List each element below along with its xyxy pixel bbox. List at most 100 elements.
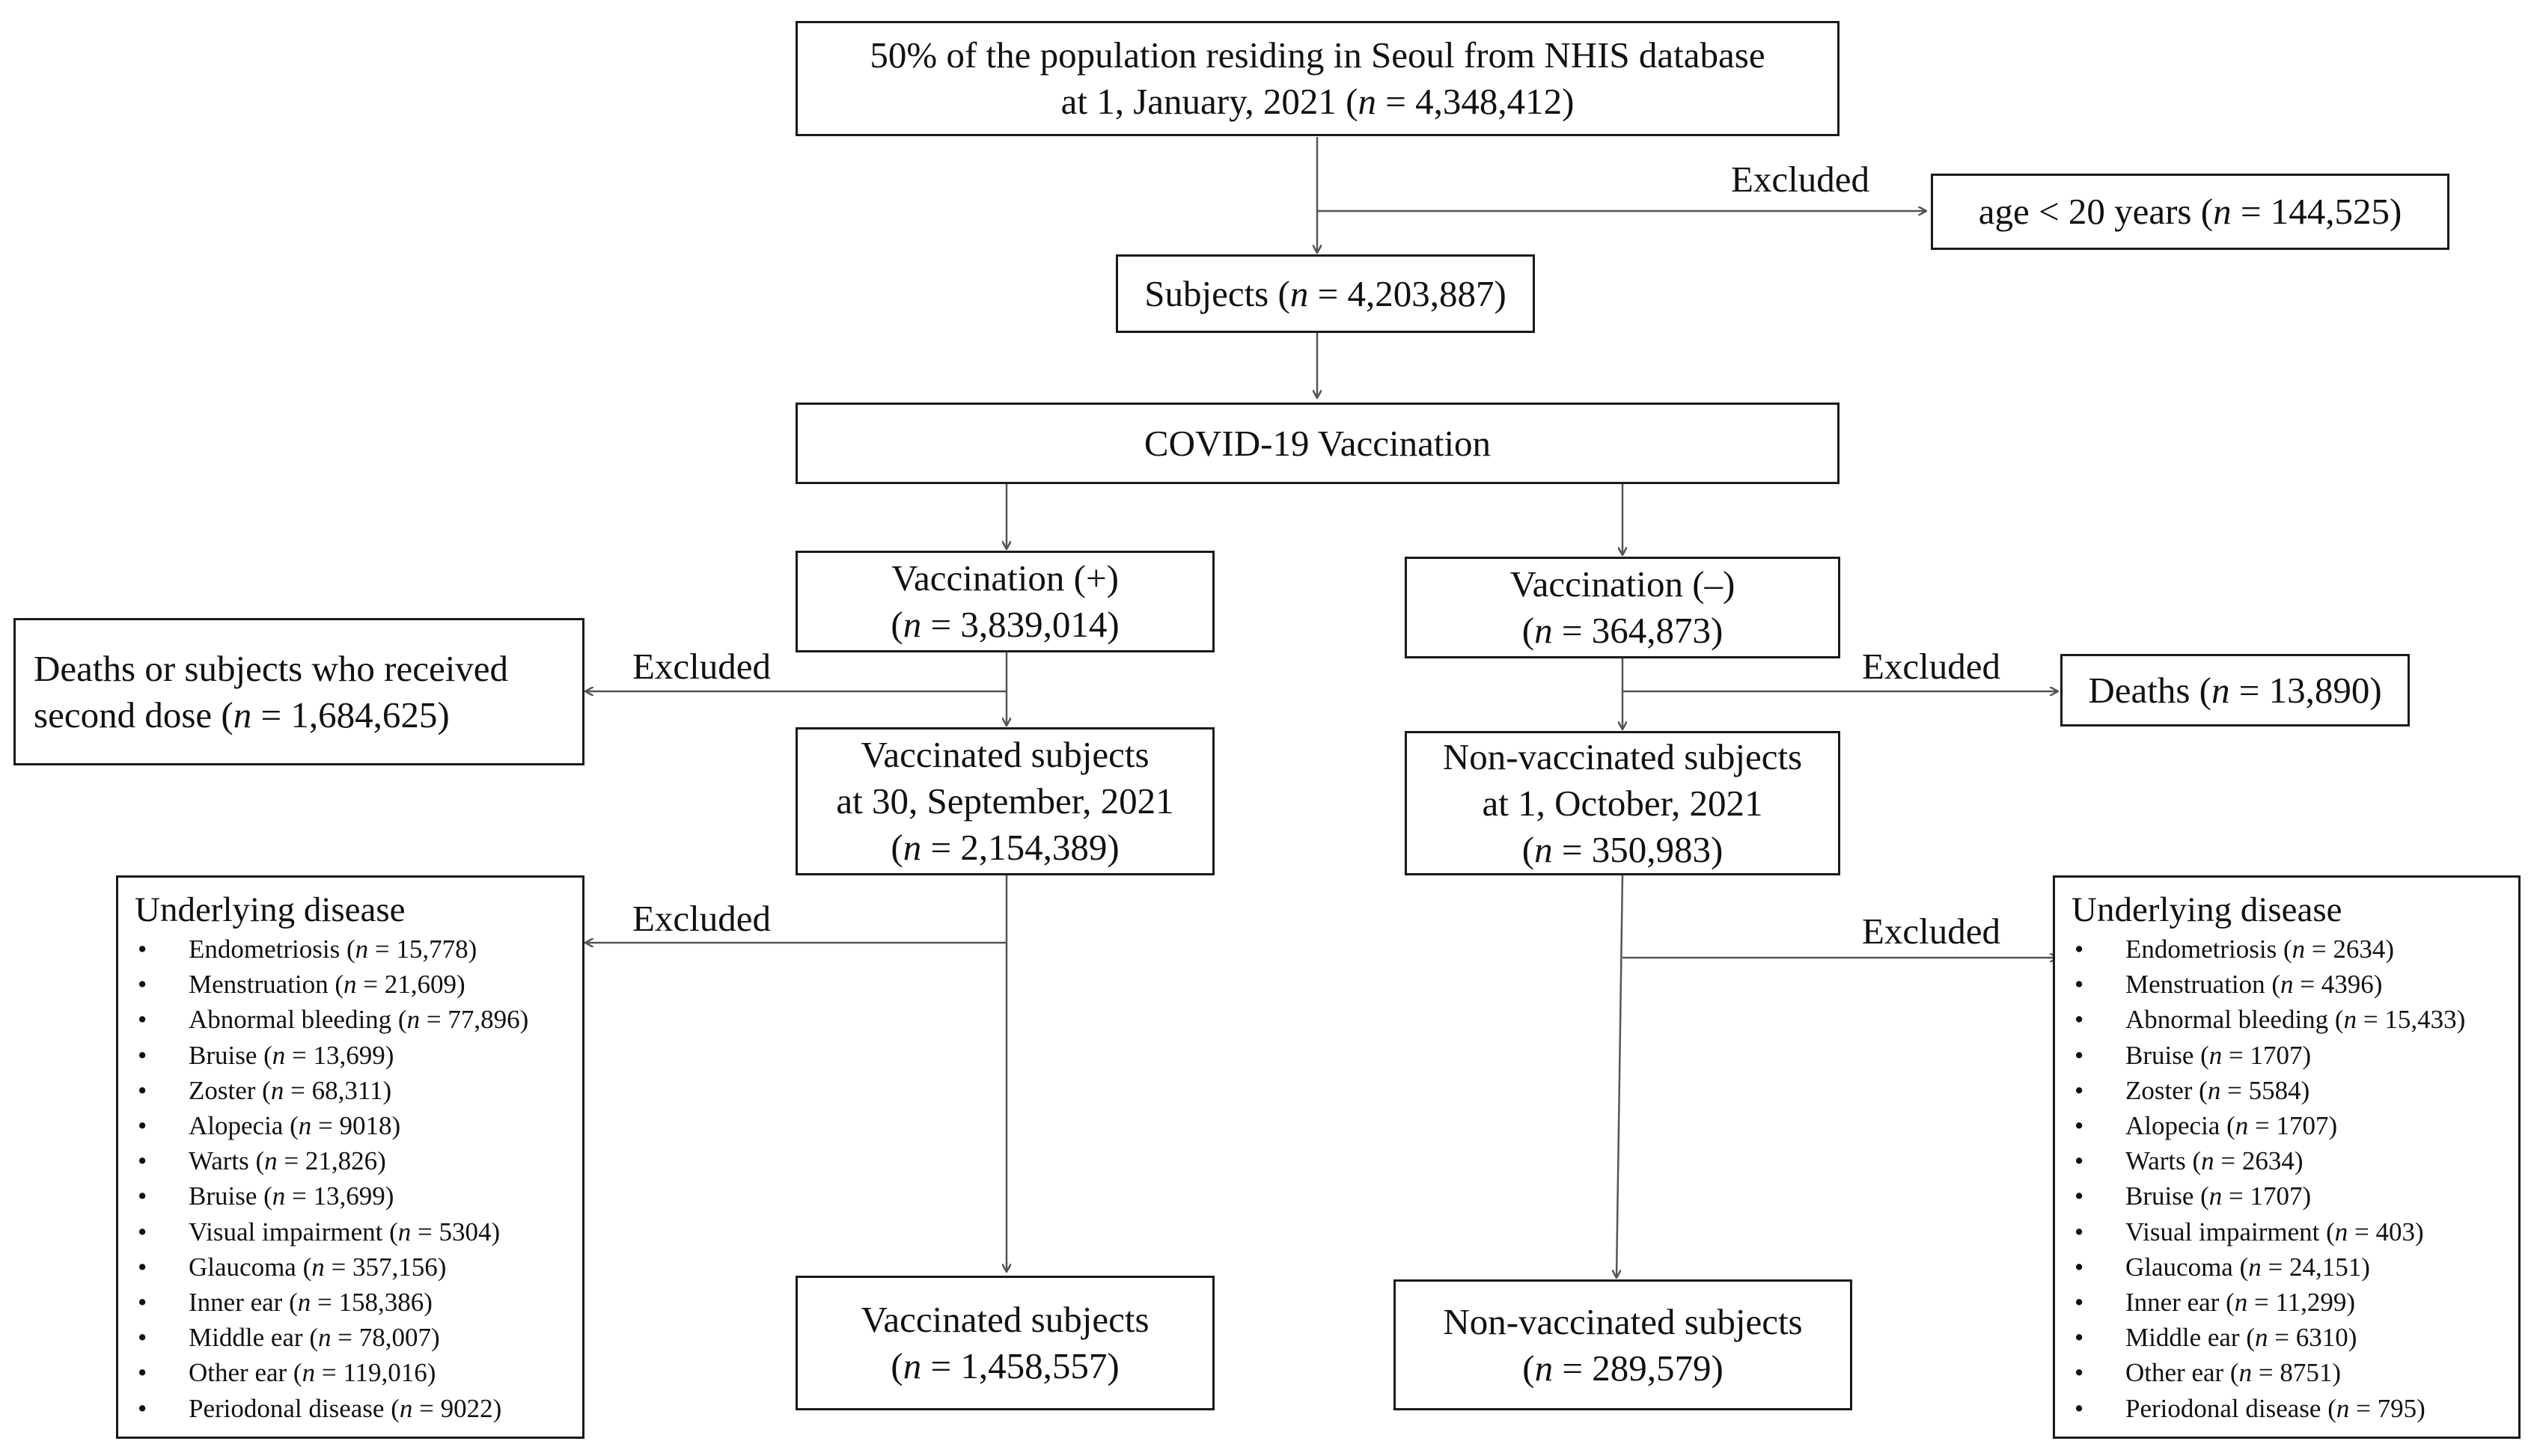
- underlying-disease-left-box: Underlying disease •Endometriosis (n = 1…: [116, 875, 584, 1439]
- list-item: •Inner ear (n = 158,386): [135, 1285, 575, 1320]
- bullet-icon: •: [138, 1146, 147, 1176]
- vaccination-positive-label: Vaccination (+): [891, 557, 1119, 599]
- list-item: •Bruise (n = 1707): [2072, 1038, 2511, 1073]
- bullet-icon: •: [2074, 1288, 2084, 1318]
- nonvaccinated-final-label: Non-vaccinated subjects: [1443, 1300, 1803, 1342]
- bullet-icon: •: [138, 1323, 147, 1353]
- underlying-disease-right-title: Underlying disease: [2072, 890, 2342, 929]
- excluded-label-underlying-left: Excluded: [632, 898, 772, 939]
- bullet-icon: •: [2074, 1252, 2084, 1282]
- list-item: •Periodonal disease (n = 795): [2072, 1391, 2511, 1426]
- list-item: •Middle ear (n = 6310): [2072, 1320, 2511, 1355]
- nonvaccinated-oct-line1: Non-vaccinated subjects: [1442, 735, 1803, 777]
- population-line1: 50% of the population residing in Seoul …: [870, 34, 1765, 76]
- nonvaccinated-final-count: (n = 289,579): [1522, 1347, 1724, 1389]
- list-item: •Visual impairment (n = 403): [2072, 1214, 2511, 1249]
- deaths-second-dose-line2: second dose (n = 1,684,625): [34, 694, 450, 735]
- bullet-icon: •: [138, 1075, 147, 1105]
- bullet-icon: •: [2074, 1075, 2084, 1105]
- population-line2: at 1, January, 2021 (n = 4,348,412): [1060, 81, 1575, 122]
- list-item: •Warts (n = 2634): [2072, 1143, 2511, 1178]
- list-item: •Glaucoma (n = 24,151): [2072, 1249, 2511, 1285]
- vaccinated-final-label: Vaccinated subjects: [861, 1299, 1150, 1340]
- deaths-box: Deaths (n = 13,890): [2060, 654, 2410, 727]
- bullet-icon: •: [2074, 1146, 2084, 1176]
- bullet-icon: •: [138, 1111, 147, 1141]
- vaccinated-sep-count: (n = 2,154,389): [891, 827, 1120, 868]
- list-item: •Alopecia (n = 9018): [135, 1108, 575, 1143]
- nonvaccinated-oct-count: (n = 350,983): [1521, 828, 1724, 870]
- bullet-icon: •: [2074, 1040, 2084, 1070]
- covid-vaccination-text: COVID-19 Vaccination: [1144, 422, 1492, 464]
- bullet-icon: •: [138, 1288, 147, 1318]
- list-item: •Periodonal disease (n = 9022): [135, 1391, 575, 1426]
- bullet-icon: •: [2074, 1358, 2084, 1388]
- underlying-disease-left-list: •Endometriosis (n = 15,778) •Menstruatio…: [135, 932, 575, 1426]
- vaccinated-sep-line2: at 30, September, 2021: [836, 780, 1174, 822]
- excluded-label-deaths: Excluded: [1862, 646, 2001, 687]
- covid-vaccination-box: COVID-19 Vaccination: [796, 403, 1840, 484]
- bullet-icon: •: [2074, 1217, 2084, 1247]
- vaccinated-final-box: Vaccinated subjects (n = 1,458,557): [796, 1276, 1215, 1410]
- bullet-icon: •: [2074, 1181, 2084, 1211]
- bullet-icon: •: [138, 1252, 147, 1282]
- underlying-disease-right-box: Underlying disease •Endometriosis (n = 2…: [2053, 875, 2521, 1439]
- list-item: •Other ear (n = 119,016): [135, 1355, 575, 1390]
- list-item: •Inner ear (n = 11,299): [2072, 1285, 2511, 1320]
- list-item: •Bruise (n = 13,699): [135, 1178, 575, 1214]
- bullet-icon: •: [138, 935, 147, 964]
- vaccinated-sep-line1: Vaccinated subjects: [861, 734, 1150, 775]
- list-item: •Menstruation (n = 21,609): [135, 967, 575, 1002]
- bullet-icon: •: [2074, 1393, 2084, 1423]
- population-box: 50% of the population residing in Seoul …: [796, 21, 1840, 136]
- nonvaccinated-final-box: Non-vaccinated subjects (n = 289,579): [1393, 1279, 1852, 1410]
- age-excluded-box: age < 20 years (n = 144,525): [1931, 174, 2449, 250]
- list-item: •Menstruation (n = 4396): [2072, 967, 2511, 1002]
- list-item: •Middle ear (n = 78,007): [135, 1320, 575, 1355]
- deaths-second-dose-line1: Deaths or subjects who received: [34, 647, 509, 689]
- excluded-label-deaths-second-dose: Excluded: [632, 646, 772, 687]
- vaccination-positive-count: (n = 3,839,014): [891, 604, 1120, 645]
- list-item: •Other ear (n = 8751): [2072, 1355, 2511, 1390]
- vaccination-negative-box: Vaccination (–) (n = 364,873): [1405, 557, 1840, 658]
- vaccination-negative-label: Vaccination (–): [1509, 563, 1735, 605]
- vaccination-positive-box: Vaccination (+) (n = 3,839,014): [796, 551, 1215, 652]
- bullet-icon: •: [2074, 935, 2084, 964]
- underlying-disease-right-list: •Endometriosis (n = 2634) •Menstruation …: [2072, 932, 2511, 1426]
- underlying-disease-left-title: Underlying disease: [135, 890, 406, 929]
- bullet-icon: •: [138, 1005, 147, 1035]
- subjects-text: Subjects (n = 4,203,887): [1144, 272, 1506, 314]
- list-item: •Visual impairment (n = 5304): [135, 1214, 575, 1249]
- subjects-box: Subjects (n = 4,203,887): [1116, 254, 1535, 333]
- age-excluded-text: age < 20 years (n = 144,525): [1978, 191, 2402, 232]
- vaccinated-sep-box: Vaccinated subjects at 30, September, 20…: [796, 727, 1215, 875]
- deaths-text: Deaths (n = 13,890): [2088, 669, 2382, 711]
- list-item: •Alopecia (n = 1707): [2072, 1108, 2511, 1143]
- bullet-icon: •: [138, 1040, 147, 1070]
- arrow-nonvaccinated-oct-to-final: [1616, 875, 1624, 1278]
- nonvaccinated-oct-box: Non-vaccinated subjects at 1, October, 2…: [1405, 731, 1840, 875]
- bullet-icon: •: [138, 1217, 147, 1247]
- nonvaccinated-oct-line2: at 1, October, 2021: [1482, 782, 1763, 824]
- bullet-icon: •: [138, 1181, 147, 1211]
- list-item: •Warts (n = 21,826): [135, 1143, 575, 1178]
- list-item: •Zoster (n = 5584): [2072, 1073, 2511, 1108]
- bullet-icon: •: [138, 1358, 147, 1388]
- list-item: •Bruise (n = 13,699): [135, 1038, 575, 1073]
- list-item: •Zoster (n = 68,311): [135, 1073, 575, 1108]
- list-item: •Endometriosis (n = 15,778): [135, 932, 575, 967]
- bullet-icon: •: [138, 1393, 147, 1423]
- bullet-icon: •: [2074, 970, 2084, 1000]
- list-item: •Abnormal bleeding (n = 77,896): [135, 1002, 575, 1037]
- list-item: •Endometriosis (n = 2634): [2072, 932, 2511, 967]
- bullet-icon: •: [2074, 1323, 2084, 1353]
- vaccination-negative-count: (n = 364,873): [1521, 610, 1724, 651]
- deaths-second-dose-box: Deaths or subjects who received second d…: [13, 618, 584, 765]
- bullet-icon: •: [138, 970, 147, 1000]
- bullet-icon: •: [2074, 1111, 2084, 1141]
- list-item: •Abnormal bleeding (n = 15,433): [2072, 1002, 2511, 1037]
- vaccinated-final-count: (n = 1,458,557): [891, 1345, 1120, 1386]
- excluded-label-age: Excluded: [1731, 159, 1870, 200]
- excluded-label-underlying-right: Excluded: [1862, 911, 2001, 952]
